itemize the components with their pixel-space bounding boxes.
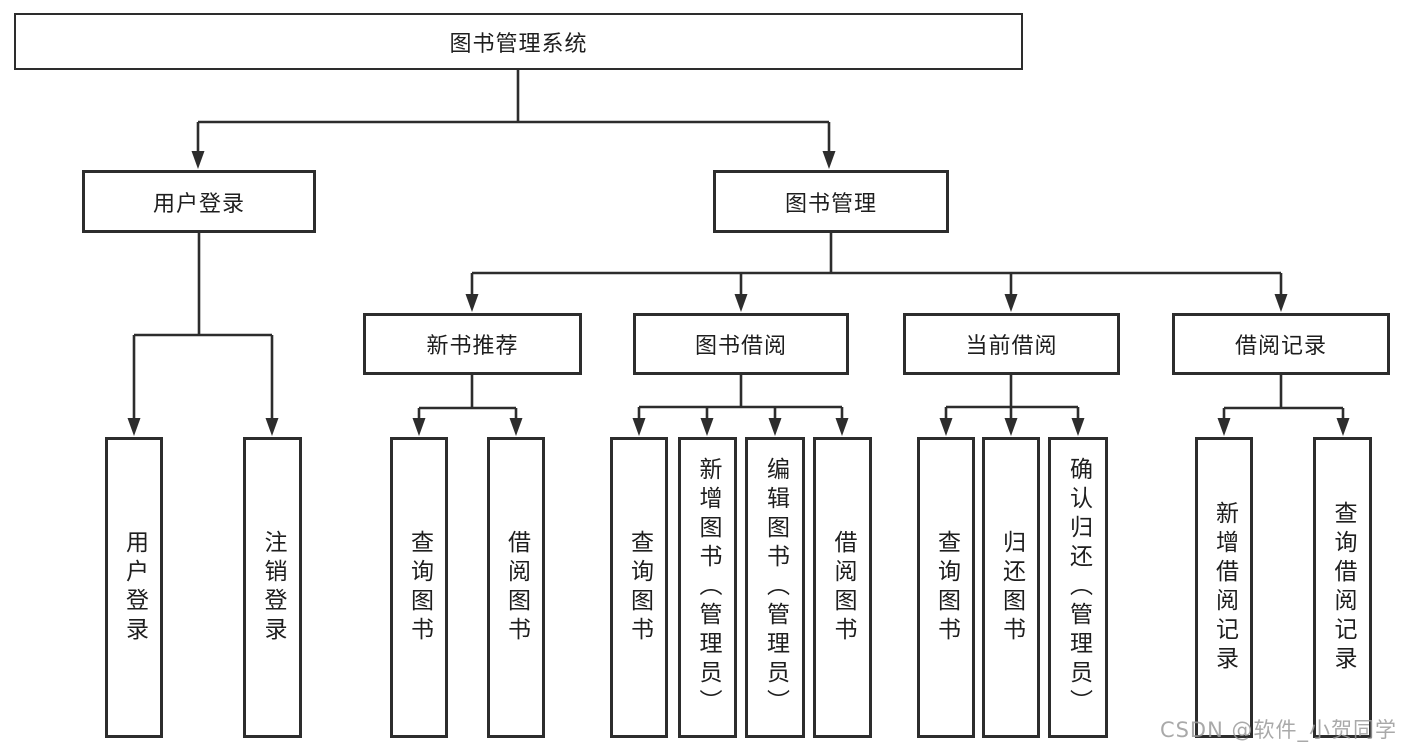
connector-borrow-records (1217, 375, 1350, 436)
node-current-borrow: 当前借阅 (903, 313, 1120, 375)
node-book-borrow: 图书借阅 (633, 313, 849, 375)
connector-new-book-recommend (412, 375, 523, 436)
leaf-query-books-recommend-label: 查询图书 (406, 529, 433, 646)
leaf-return-books: 归还图书 (982, 437, 1040, 738)
node-book-management-label: 图书管理 (784, 191, 877, 217)
leaf-confirm-return-admin: 确认归还（管理员） (1048, 437, 1108, 738)
leaf-return-books-label: 归还图书 (998, 529, 1025, 646)
connector-book-borrow (632, 375, 849, 436)
leaf-edit-books-admin: 编辑图书（管理员） (745, 437, 805, 738)
leaf-add-books-admin: 新增图书（管理员） (678, 437, 737, 738)
leaf-edit-books-admin-label: 编辑图书（管理员） (762, 457, 789, 718)
leaf-query-books-current-label: 查询图书 (933, 529, 960, 646)
leaf-query-borrow-record: 查询借阅记录 (1313, 437, 1372, 738)
node-new-book-recommend: 新书推荐 (363, 313, 582, 375)
leaf-user-login-label: 用户登录 (121, 529, 148, 646)
node-borrow-records-label: 借阅记录 (1234, 334, 1327, 359)
leaf-add-borrow-record-label: 新增借阅记录 (1211, 500, 1238, 675)
leaf-borrow-books-recommend-label: 借阅图书 (503, 529, 530, 646)
leaf-query-books-borrow-label: 查询图书 (626, 529, 653, 646)
connector-root (191, 70, 836, 169)
leaf-query-books-recommend: 查询图书 (390, 437, 448, 738)
connector-user-login (127, 233, 279, 436)
leaf-logout-label: 注销登录 (260, 529, 286, 646)
leaf-logout: 注销登录 (243, 437, 302, 738)
node-user-login: 用户登录 (82, 170, 316, 233)
leaf-borrow-books-label: 借阅图书 (830, 529, 856, 646)
connector-book-management (465, 233, 1288, 312)
node-user-login-label: 用户登录 (152, 191, 245, 217)
leaf-query-borrow-record-label: 查询借阅记录 (1330, 500, 1356, 675)
node-new-book-recommend-label: 新书推荐 (426, 334, 519, 359)
node-book-borrow-label: 图书借阅 (694, 334, 787, 359)
leaf-query-books-borrow: 查询图书 (610, 437, 668, 738)
leaf-borrow-books: 借阅图书 (813, 437, 872, 738)
leaf-query-books-current: 查询图书 (917, 437, 975, 738)
connector-current-borrow (939, 375, 1085, 436)
leaf-borrow-books-recommend: 借阅图书 (487, 437, 545, 738)
leaf-confirm-return-admin-label: 确认归还（管理员） (1065, 457, 1092, 718)
leaf-add-borrow-record: 新增借阅记录 (1195, 437, 1253, 738)
node-book-management: 图书管理 (713, 170, 949, 233)
node-root-library-system: 图书管理系统 (14, 13, 1023, 70)
node-root-label: 图书管理系统 (449, 31, 588, 57)
leaf-user-login: 用户登录 (105, 437, 163, 738)
leaf-add-books-admin-label: 新增图书（管理员） (695, 457, 721, 718)
csdn-watermark: CSDN @软件_小贺同学 (1159, 718, 1397, 742)
node-current-borrow-label: 当前借阅 (965, 334, 1058, 359)
node-borrow-records: 借阅记录 (1172, 313, 1390, 375)
